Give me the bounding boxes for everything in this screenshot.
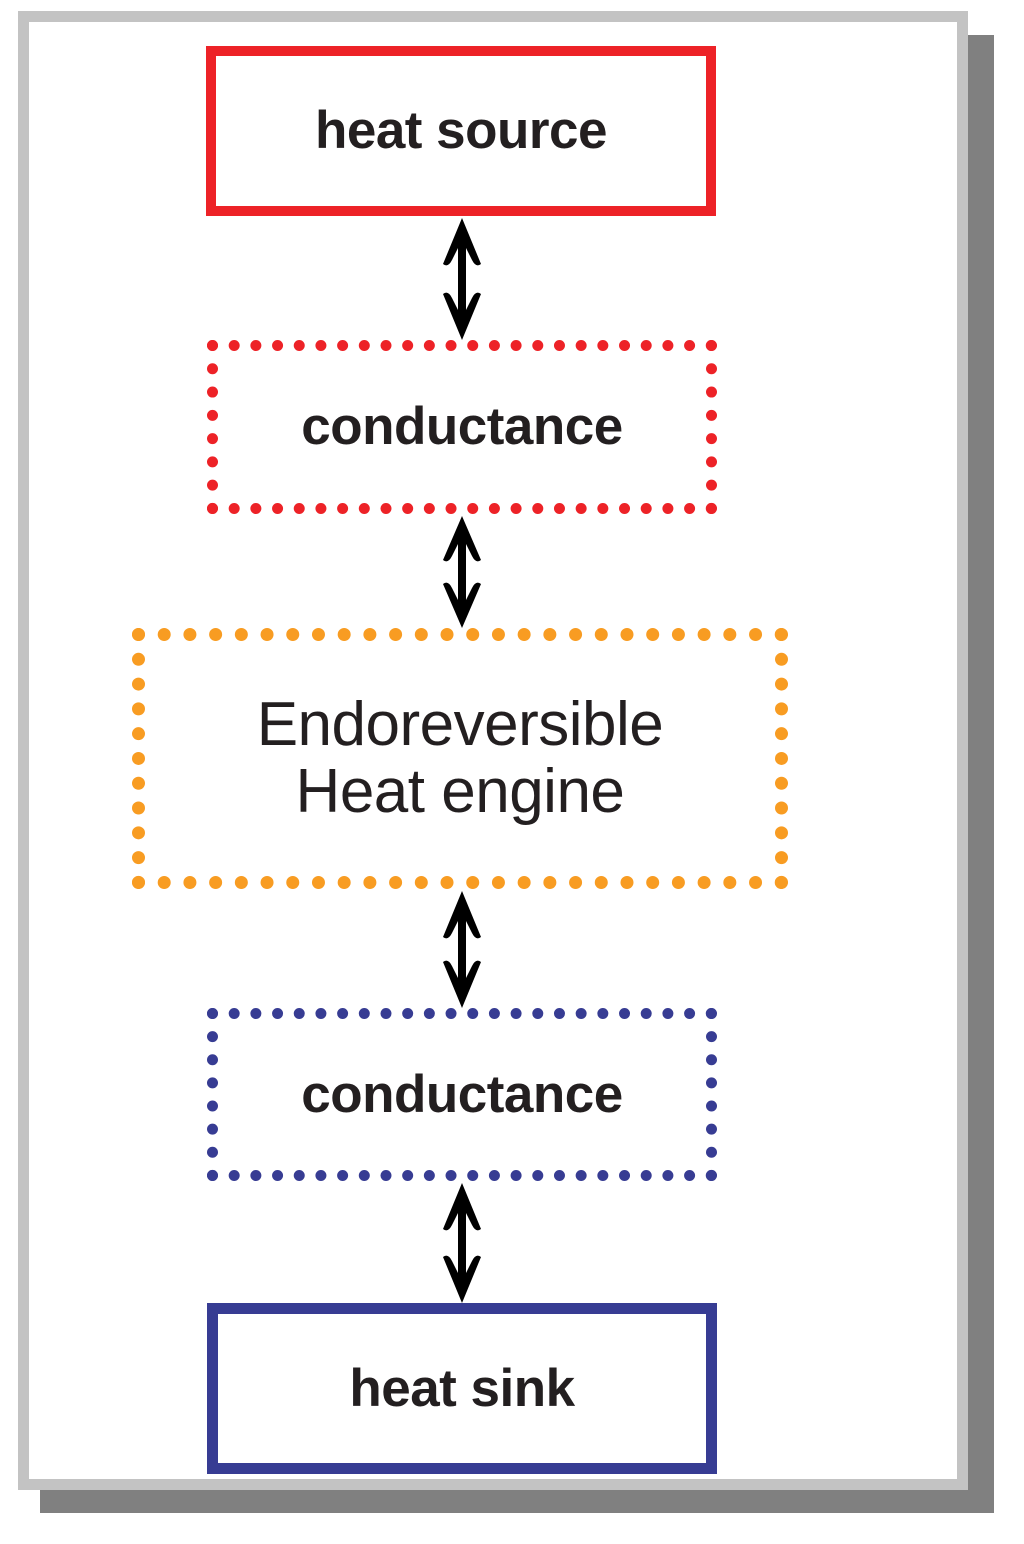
node-heat-sink-label: heat sink — [349, 1358, 575, 1418]
connector-heat-source-to-conductance-hot — [433, 216, 491, 342]
node-heat-source-label: heat source — [314, 101, 608, 161]
node-heat-sink[interactable]: heat sink — [207, 1303, 717, 1474]
connector-heat-engine-to-conductance-cold — [433, 889, 491, 1010]
node-heat-engine[interactable]: Endoreversible Heat engine — [132, 628, 788, 889]
node-conductance-cold[interactable]: conductance — [207, 1008, 717, 1181]
connector-conductance-hot-to-heat-engine — [433, 514, 491, 630]
node-conductance-hot-label: conductance — [301, 397, 623, 457]
node-heat-source[interactable]: heat source — [206, 46, 716, 216]
node-conductance-cold-label: conductance — [301, 1064, 623, 1124]
node-heat-engine-label: Endoreversible Heat engine — [256, 689, 664, 826]
node-conductance-hot[interactable]: conductance — [207, 340, 717, 514]
connector-conductance-cold-to-heat-sink — [433, 1181, 491, 1305]
